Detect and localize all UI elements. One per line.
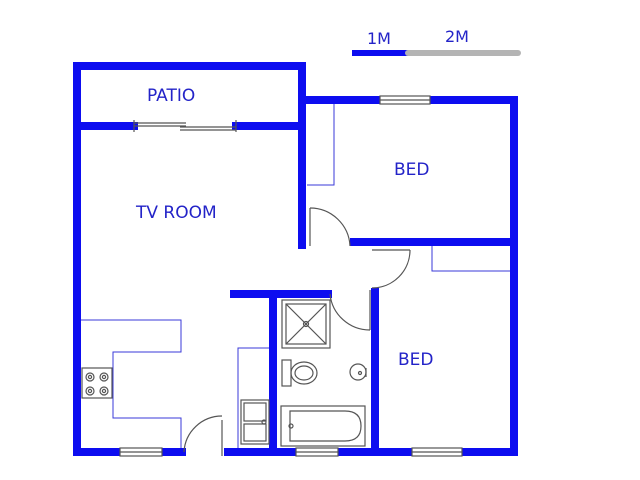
toilet (281, 359, 318, 387)
closet-bed-2 (431, 244, 512, 272)
closet-bed-1 (307, 103, 335, 186)
shower (281, 299, 331, 349)
window-bath (295, 447, 339, 457)
doors (183, 207, 411, 456)
sliding-door-patio (133, 120, 237, 132)
wall-west-north (73, 62, 306, 456)
room-labels: PATIO TV ROOM BED BED (135, 86, 434, 370)
kitchen-counter (77, 319, 182, 448)
room-label-bed-1: BED (394, 160, 430, 180)
room-label-tv-room: TV ROOM (135, 203, 217, 223)
door-bed-1 (309, 207, 351, 247)
kitchen-sink (240, 399, 270, 445)
bathtub (280, 405, 366, 447)
interior-lines (77, 103, 512, 448)
room-label-patio: PATIO (147, 86, 195, 106)
door-bed-2 (371, 249, 411, 289)
scale-bar: 1M 2M (352, 27, 521, 56)
basin (349, 363, 367, 381)
window-south-left (119, 447, 163, 457)
room-label-bed-2: BED (398, 350, 434, 370)
scale-label-2m: 2M (445, 27, 469, 46)
walls (73, 62, 518, 456)
bathroom-vanity (237, 347, 272, 448)
door-entrance (183, 415, 223, 456)
door-bathroom (329, 290, 371, 331)
stove (81, 367, 113, 399)
window-bed-1 (379, 95, 431, 105)
wall-bedrooms-east (302, 96, 518, 456)
windows (119, 95, 463, 457)
window-bed-2 (411, 447, 463, 457)
scale-label-1m: 1M (367, 29, 391, 48)
